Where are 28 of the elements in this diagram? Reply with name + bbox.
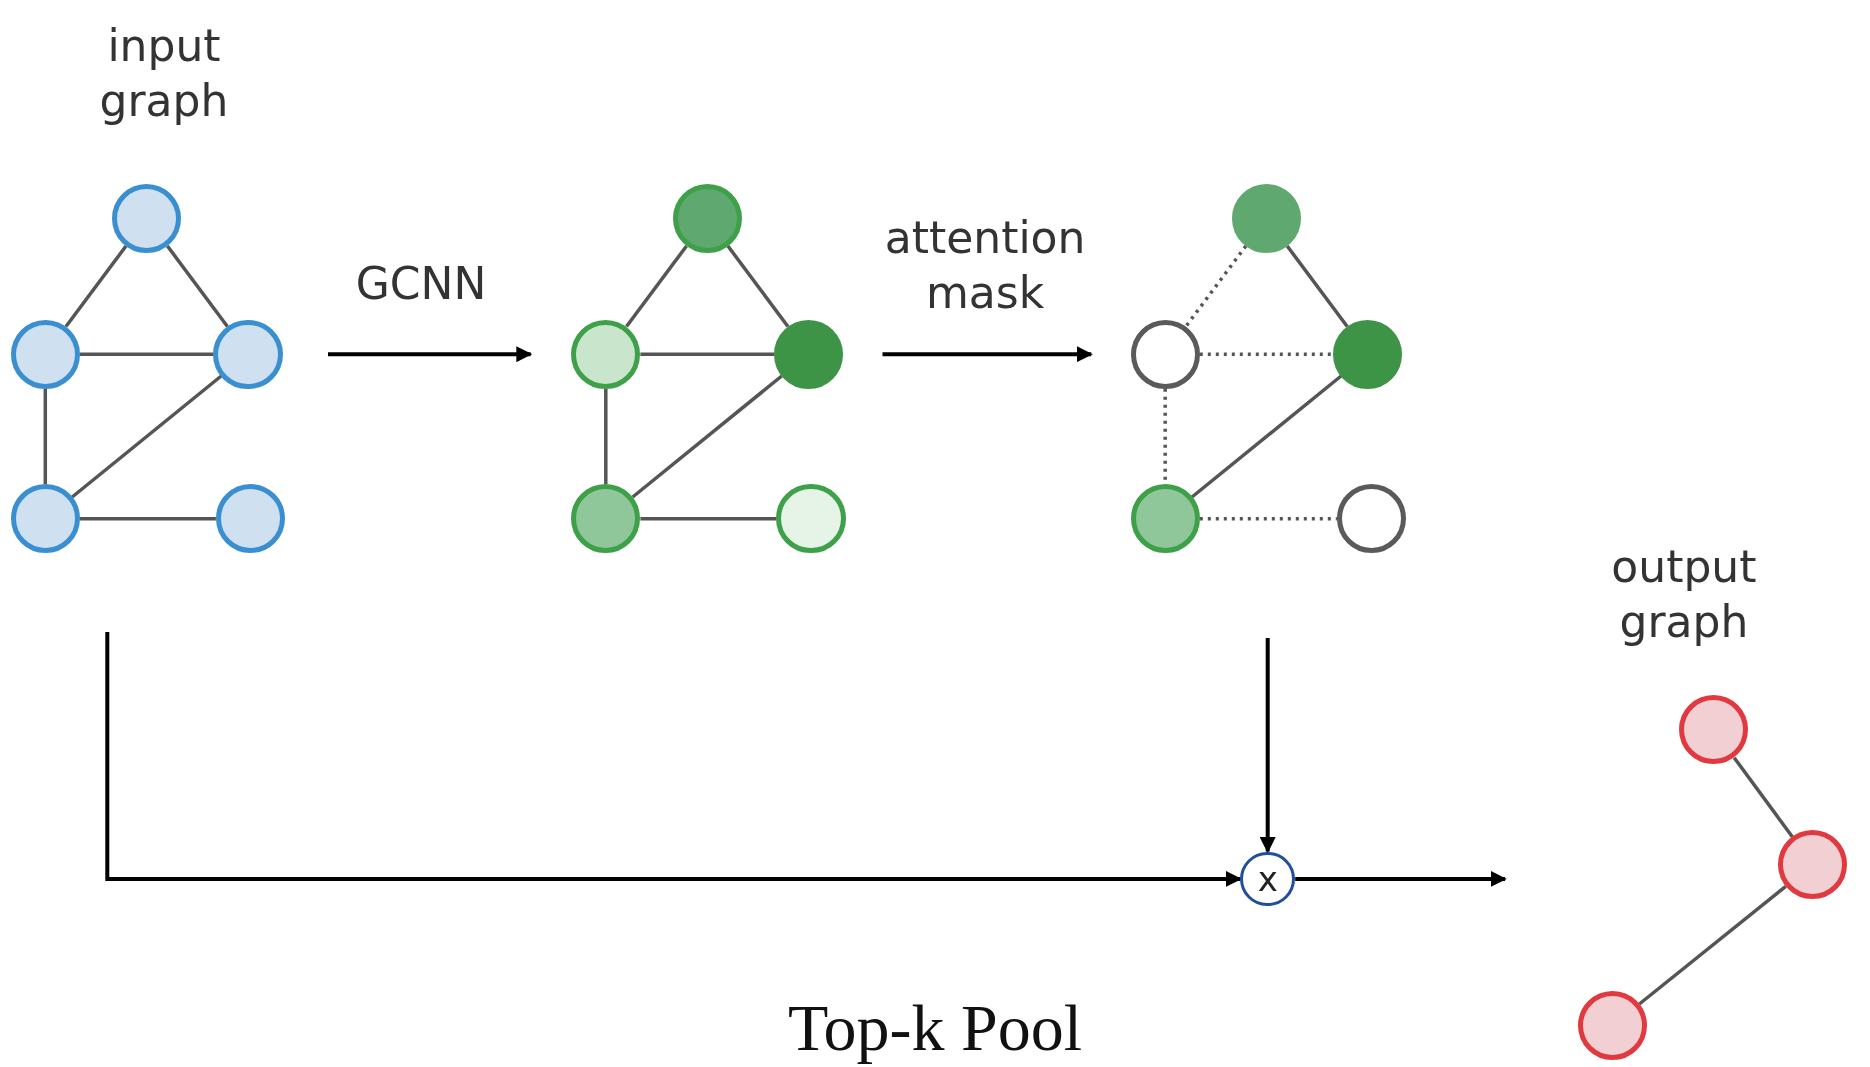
multiply-node: x <box>1240 851 1296 907</box>
graph-heading: output graph <box>1610 540 1758 650</box>
graph-edge <box>166 244 229 328</box>
arrow <box>105 632 1242 887</box>
graph-edge <box>71 374 223 499</box>
graph-edge <box>631 374 783 499</box>
graph-edge <box>604 388 608 485</box>
graph-edge <box>1732 756 1794 838</box>
arrow <box>1259 638 1276 854</box>
arrow <box>1295 870 1507 887</box>
arrow <box>328 346 533 363</box>
graph-heading: input graph <box>98 18 230 128</box>
graph-edge <box>625 244 688 328</box>
graph-edge <box>640 352 774 356</box>
graph-edge <box>1184 244 1248 328</box>
graph-edge <box>1190 374 1343 499</box>
graph-edge <box>726 244 790 328</box>
graph-edge <box>43 388 48 485</box>
graph-edge <box>79 352 214 356</box>
graph-edge <box>1638 884 1787 1006</box>
caption: Top-k Pool <box>786 990 1084 1066</box>
arrow <box>882 346 1093 363</box>
graph-edge <box>1199 352 1334 356</box>
graph-edge <box>64 244 128 328</box>
graph-edge <box>1199 517 1337 521</box>
graph-edge <box>640 517 777 521</box>
graph-edge <box>1285 244 1349 328</box>
graph-edge <box>79 517 216 521</box>
